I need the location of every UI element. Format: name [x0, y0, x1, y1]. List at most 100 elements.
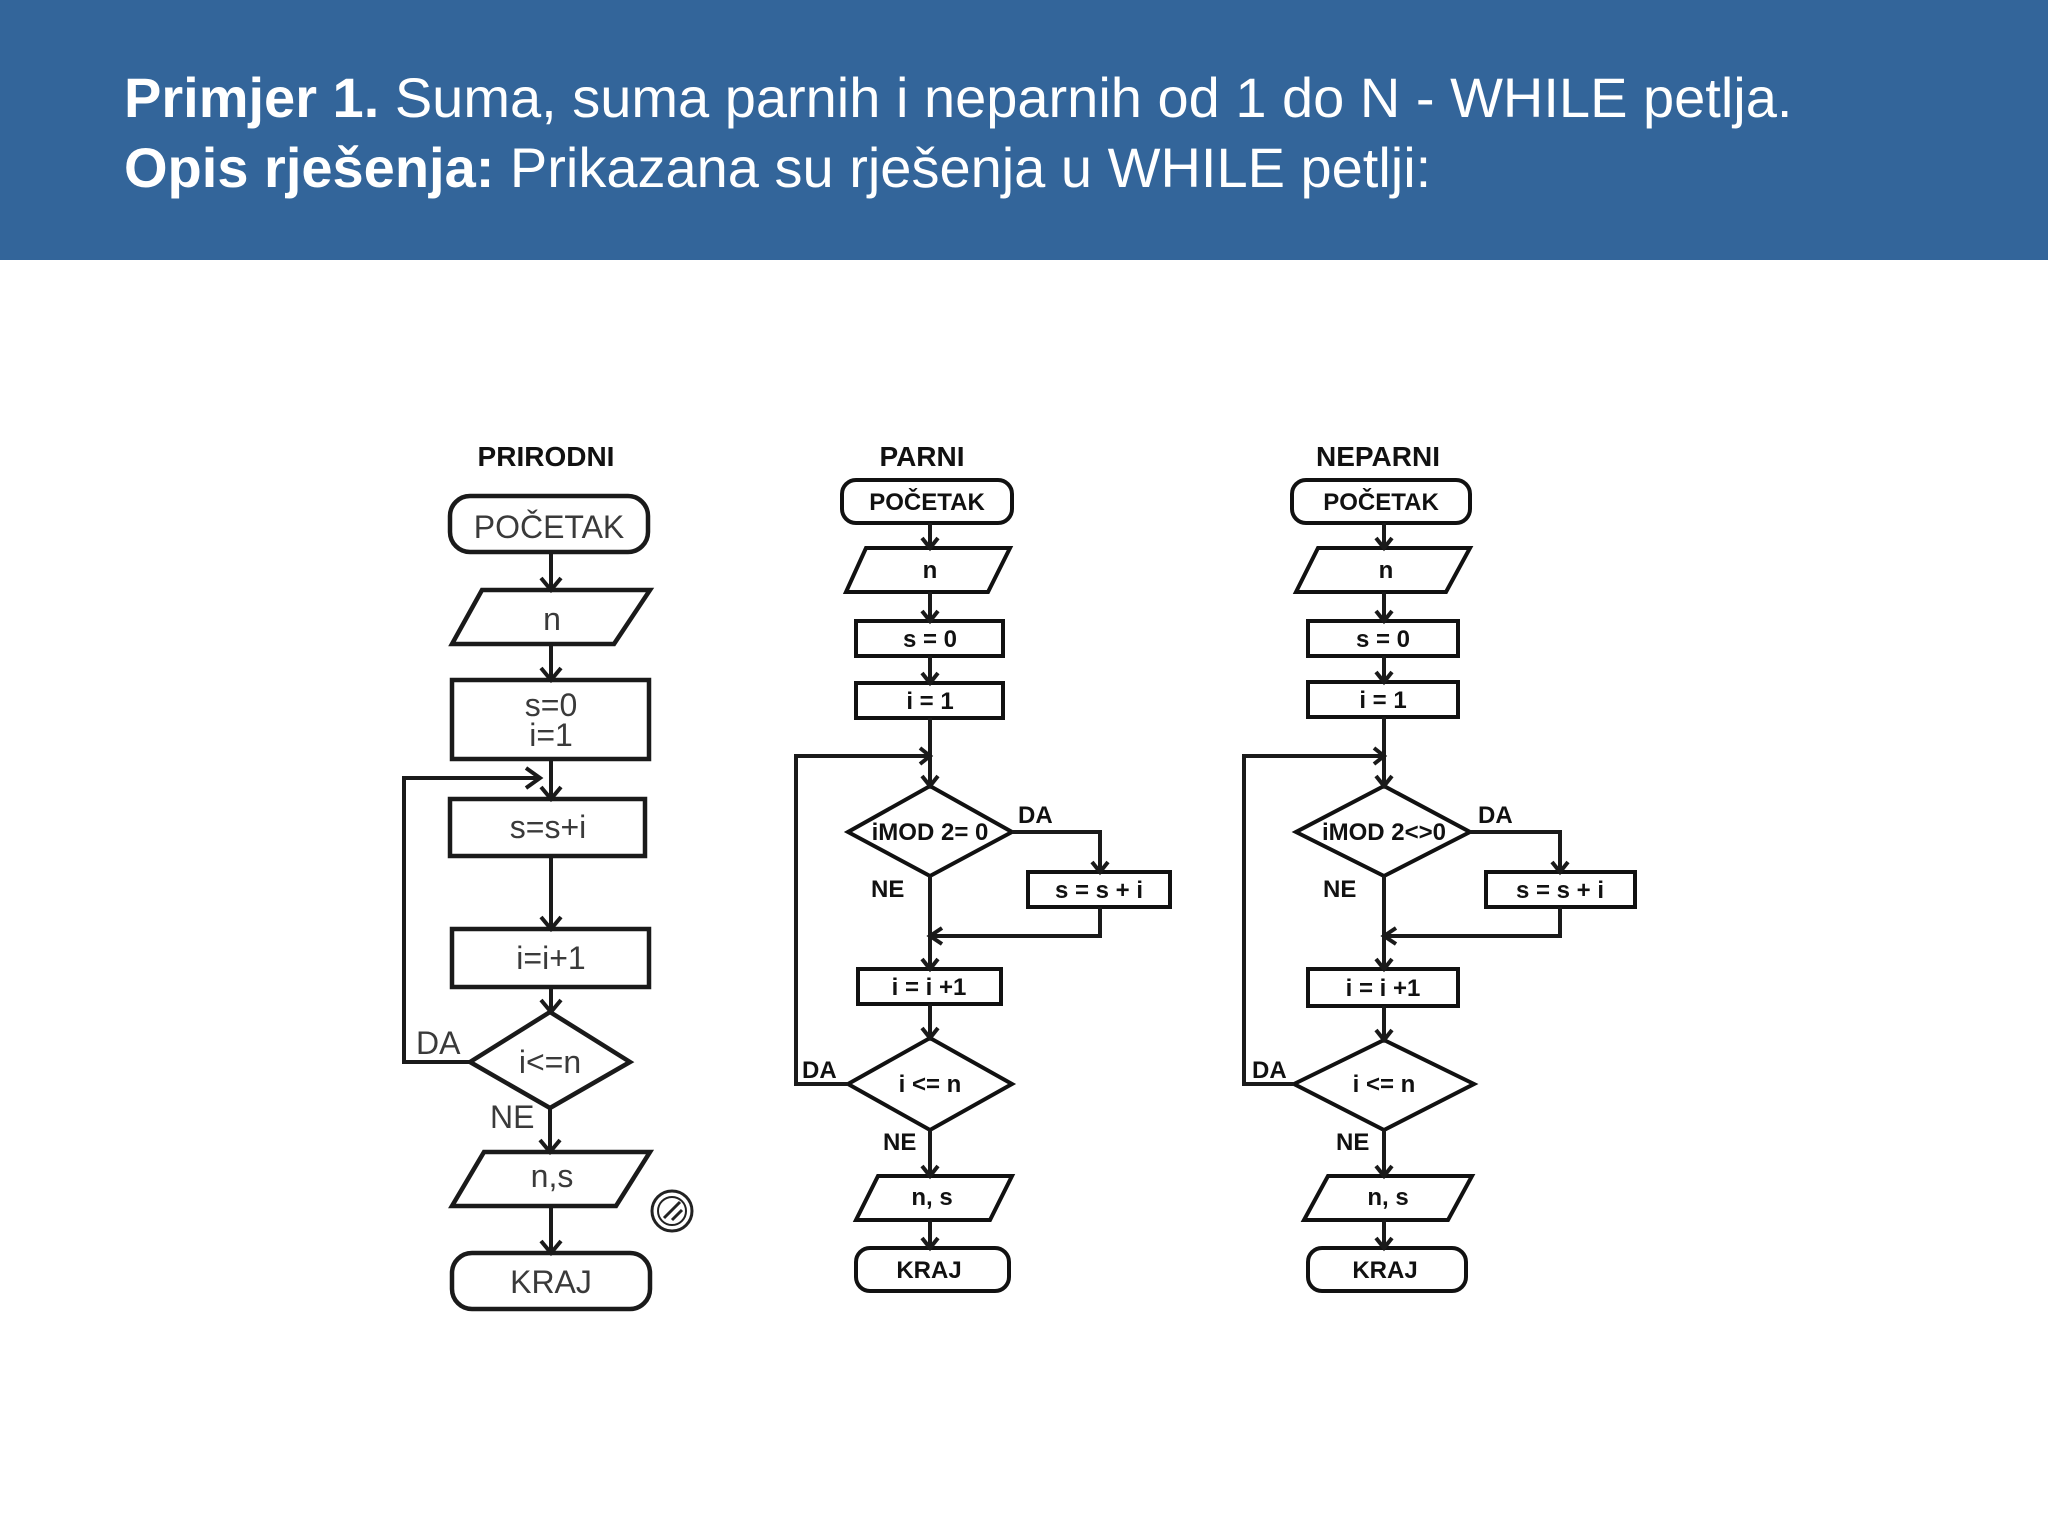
init-s-label: s = 0 [903, 626, 957, 653]
arrowhead [539, 785, 563, 803]
yes-label: DA [416, 1025, 461, 1061]
arrowhead [1374, 670, 1394, 686]
sum-label: s = s + i [1516, 877, 1604, 904]
arrowhead [539, 915, 563, 933]
edge [1012, 830, 1102, 872]
sum-label: s = s + i [1055, 877, 1143, 904]
arrowhead [918, 746, 934, 766]
flowchart-prirodni: PRIRODNI POČETAK n s=0 i=1 s=s+i i=i+1 i… [402, 441, 655, 1312]
loop-label: i <= n [1353, 1071, 1416, 1098]
arrowhead [1374, 1028, 1394, 1044]
arrowhead [539, 998, 563, 1016]
init-s-label: s = 0 [1356, 626, 1410, 653]
output-label: n, s [911, 1184, 952, 1211]
title-label: Primjer 1. [124, 66, 380, 129]
input-label: n [923, 557, 938, 584]
loop-edge [1242, 754, 1384, 1086]
mod-label: iMOD 2= 0 [872, 819, 989, 846]
loop-no-label: NE [883, 1129, 916, 1156]
end-label: KRAJ [896, 1257, 961, 1284]
loop-yes-label: DA [1252, 1057, 1287, 1084]
loop-edge [794, 754, 930, 1086]
arrowhead [1374, 1236, 1394, 1252]
sum-label: s=s+i [510, 809, 586, 845]
input-label: n [1379, 557, 1394, 584]
init-i-process [1306, 680, 1460, 719]
arrowhead [539, 576, 563, 594]
edge [930, 907, 1102, 938]
arrowhead [920, 1026, 940, 1042]
loop-no-label: NE [1336, 1129, 1369, 1156]
title-neparni: NEPARNI [1316, 441, 1440, 472]
arrowhead [1374, 1164, 1394, 1180]
end-label: KRAJ [510, 1264, 592, 1300]
mod-label: iMOD 2<>0 [1322, 819, 1446, 846]
arrowhead [1374, 774, 1394, 790]
arrowhead [1374, 957, 1394, 973]
end-label: KRAJ [1352, 1257, 1417, 1284]
slide-title: Primjer 1. Suma, suma parnih i neparnih … [124, 66, 1792, 130]
start-terminal [1290, 478, 1472, 525]
sum-process [447, 796, 648, 859]
edge [1384, 907, 1562, 938]
arrowhead [1374, 536, 1394, 552]
init-label-s: s=0 [525, 687, 577, 723]
mod-yes-label: DA [1018, 802, 1053, 829]
arrowhead [920, 536, 940, 552]
output-parallelogram [852, 1174, 1016, 1222]
init-i-label: i = 1 [1359, 687, 1406, 714]
arrowhead [920, 957, 940, 973]
flowchart-parni: PARNI POČETAK n s = 0 i = 1 iMOD 2= 0 DA… [794, 441, 1172, 1293]
loop-label: i <= n [899, 1071, 962, 1098]
arrowhead [539, 1239, 563, 1257]
arrowhead [524, 766, 544, 790]
arrowhead [920, 1164, 940, 1180]
arrowhead [539, 666, 563, 684]
mod-no-label: NE [1323, 876, 1356, 903]
start-label: POČETAK [474, 509, 625, 545]
arrowhead [920, 1236, 940, 1252]
mod-yes-label: DA [1478, 802, 1513, 829]
output-label: n,s [531, 1158, 574, 1194]
init-label-i: i=1 [529, 717, 573, 753]
arrowhead [1090, 860, 1110, 876]
output-parallelogram [1300, 1174, 1476, 1222]
title-text: Suma, suma parnih i neparnih od 1 do N -… [379, 66, 1793, 129]
arrowhead [1550, 860, 1570, 876]
arrowhead [920, 774, 940, 790]
start-terminal [840, 478, 1014, 525]
arrowhead [1374, 609, 1394, 625]
increment-label: i=i+1 [516, 940, 585, 976]
increment-label: i = i +1 [892, 974, 967, 1001]
loop-edge [402, 776, 540, 1064]
slide-header: Primjer 1. Suma, suma parnih i neparnih … [0, 0, 2048, 260]
subtitle-label: Opis rješenja: [124, 136, 495, 199]
flowchart-neparni: NEPARNI POČETAK n s = 0 i = 1 iMOD 2<>0 … [1242, 441, 1637, 1293]
circular-logo-icon [650, 1189, 694, 1233]
condition-label: i<=n [519, 1044, 581, 1080]
arrowhead [920, 609, 940, 625]
start-label: POČETAK [869, 488, 985, 516]
increment-label: i = i +1 [1346, 975, 1421, 1002]
input-parallelogram [1292, 546, 1474, 594]
output-label: n, s [1367, 1184, 1408, 1211]
input-parallelogram [448, 587, 655, 647]
slide-subtitle: Opis rješenja: Prikazana su rješenja u W… [124, 136, 1431, 200]
arrowhead [920, 671, 940, 687]
start-label: POČETAK [1323, 488, 1439, 516]
output-parallelogram [448, 1149, 655, 1209]
arrowhead [538, 1138, 562, 1156]
loop-yes-label: DA [802, 1057, 837, 1084]
mod-no-label: NE [871, 876, 904, 903]
input-label: n [543, 601, 561, 637]
title-parni: PARNI [879, 441, 964, 472]
title-prirodni: PRIRODNI [478, 441, 615, 472]
edge [1470, 830, 1562, 872]
input-parallelogram [842, 546, 1014, 594]
init-i-label: i = 1 [906, 688, 953, 715]
arrowhead [1372, 746, 1388, 766]
subtitle-text: Prikazana su rješenja u WHILE petlji: [494, 136, 1432, 199]
no-label: NE [490, 1099, 534, 1135]
end-terminal [1306, 1246, 1468, 1293]
